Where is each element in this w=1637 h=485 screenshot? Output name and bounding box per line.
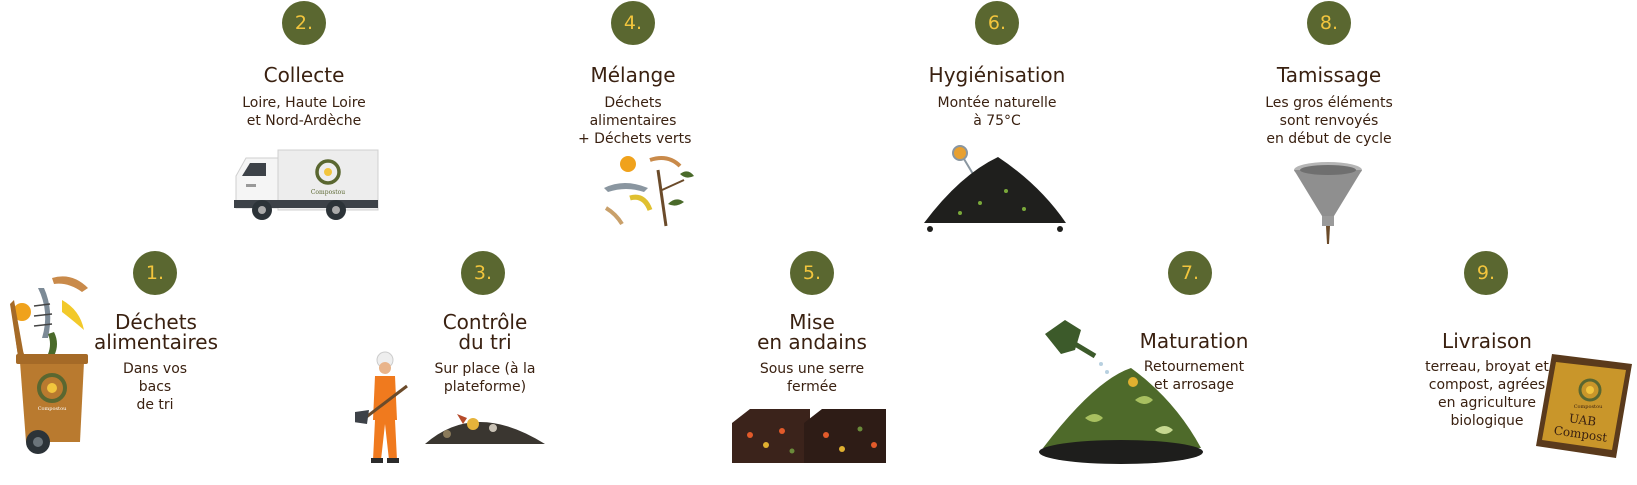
thermometer-icon bbox=[952, 145, 968, 161]
step-number-badge: 8. bbox=[1307, 1, 1351, 45]
orange-icon bbox=[620, 156, 636, 172]
fish-bone-icon bbox=[604, 183, 648, 192]
banana-peel-icon bbox=[62, 300, 84, 330]
step-description: Dans vos bacs de tri bbox=[122, 361, 188, 413]
step-title: Mise en andains bbox=[757, 310, 867, 354]
sieve-funnel-illustration bbox=[1294, 162, 1362, 244]
step-number-badge: 5. bbox=[790, 251, 834, 295]
step-description: Loire, Haute Loire et Nord-Ardèche bbox=[242, 95, 366, 129]
svg-text:Compostou: Compostou bbox=[38, 406, 67, 412]
shovel-icon bbox=[355, 410, 369, 424]
windrow-icon bbox=[804, 409, 886, 463]
step-description: Retournement et arrosage bbox=[1143, 359, 1245, 393]
step-title: Maturation bbox=[1139, 329, 1249, 353]
step-title: Contrôle du tri bbox=[442, 310, 528, 354]
step-description: Sur place (à la plateforme) bbox=[434, 361, 536, 395]
step-title: Livraison bbox=[1442, 329, 1532, 353]
waste-pile-icon bbox=[425, 422, 545, 444]
collection-truck-illustration: Compostou bbox=[234, 149, 379, 220]
maturation-illustration bbox=[1039, 320, 1203, 464]
shrimp-icon bbox=[52, 276, 88, 292]
step-description: Les gros éléments sont renvoyés en début… bbox=[1265, 95, 1393, 147]
compost-pile-icon bbox=[924, 157, 1066, 223]
compost-pile-illustration bbox=[924, 145, 1066, 232]
maturing-compost-icon bbox=[1043, 368, 1201, 448]
svg-text:Compostou: Compostou bbox=[311, 189, 345, 196]
waste-mix-illustration bbox=[604, 156, 694, 227]
step-number-badge: 7. bbox=[1168, 251, 1212, 295]
step-number-badge: 4. bbox=[611, 1, 655, 45]
windrows-illustration bbox=[732, 409, 886, 463]
sorting-worker-illustration bbox=[355, 351, 545, 463]
step-number-badge: 6. bbox=[975, 1, 1019, 45]
step-description: Déchets alimentaires + Déchets verts bbox=[578, 95, 692, 147]
svg-text:Compostou: Compostou bbox=[1574, 404, 1603, 410]
bag-label-line1: UAB bbox=[1568, 411, 1597, 429]
step-description: terreau, broyat et compost, agrées en ag… bbox=[1425, 359, 1549, 429]
step-number-badge: 9. bbox=[1464, 251, 1508, 295]
step-title: Hygiénisation bbox=[928, 63, 1066, 87]
step-number-badge: 1. bbox=[133, 251, 177, 295]
step-title: Tamissage bbox=[1276, 63, 1382, 87]
step-description: Sous une serre fermée bbox=[759, 361, 865, 395]
step-title: Déchets alimentaires bbox=[94, 310, 218, 354]
orange-icon bbox=[13, 303, 31, 321]
step-title: Collecte bbox=[263, 63, 345, 87]
compost-bag-illustration: Compostou UAB Compost bbox=[1536, 354, 1632, 458]
fish-bone-icon bbox=[38, 288, 51, 338]
windrow-icon bbox=[732, 409, 810, 463]
step-title: Mélange bbox=[590, 63, 676, 87]
watering-can-icon bbox=[1045, 320, 1081, 354]
step-number-badge: 2. bbox=[282, 1, 326, 45]
step-description: Montée naturelle à 75°C bbox=[937, 95, 1057, 129]
food-waste-bin-illustration: Compostou bbox=[10, 276, 88, 454]
step-number-badge: 3. bbox=[461, 251, 505, 295]
branch-icon bbox=[656, 169, 668, 227]
